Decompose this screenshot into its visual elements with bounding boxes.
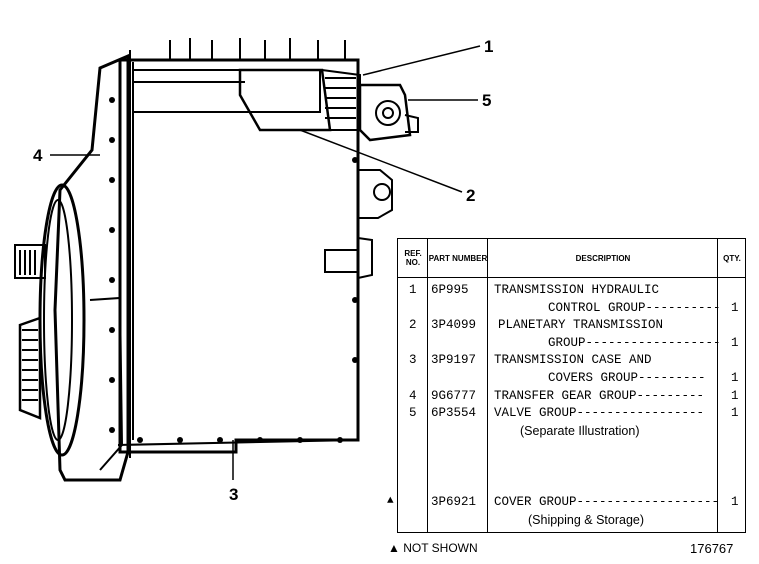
header-ref-no: REF. NO. xyxy=(404,249,422,267)
row-qty: 1 xyxy=(731,336,739,350)
row-desc-cont: (Separate Illustration) xyxy=(520,424,640,438)
column-divider xyxy=(427,239,428,532)
parts-table: REF. NO. PART NUMBER DESCRIPTION QTY. 1 … xyxy=(387,238,746,533)
callout-4: 4 xyxy=(33,146,43,165)
row-part: 3P9197 xyxy=(431,353,477,367)
row-qty: 1 xyxy=(731,371,739,385)
row-part: 6P995 xyxy=(431,283,469,297)
table-header: REF. NO. PART NUMBER DESCRIPTION QTY. xyxy=(398,239,745,278)
header-part-number: PART NUMBER xyxy=(428,253,488,263)
row-qty: 1 xyxy=(731,495,739,509)
row-part: 3P6921 xyxy=(431,495,477,509)
callout-1: 1 xyxy=(484,37,494,56)
row-ref: 2 xyxy=(409,318,417,332)
callout-3: 3 xyxy=(229,485,239,504)
row-part: 9G6777 xyxy=(431,389,477,403)
row-ref: 3 xyxy=(409,353,417,367)
column-divider xyxy=(487,239,488,532)
callout-5: 5 xyxy=(482,91,492,110)
row-desc-cont: (Shipping & Storage) xyxy=(528,513,645,527)
column-divider xyxy=(717,239,718,532)
header-qty: QTY. xyxy=(723,253,741,263)
row-desc: PLANETARY TRANSMISSION xyxy=(498,318,664,332)
header-description: DESCRIPTION xyxy=(575,253,631,263)
row-desc: TRANSMISSION HYDRAULIC xyxy=(494,283,660,297)
row-qty: 1 xyxy=(731,389,739,403)
illustration-number: 176767 xyxy=(690,541,734,556)
not-shown-marker-icon: ▲ xyxy=(387,495,394,507)
row-desc: VALVE GROUP----------------- xyxy=(494,406,705,420)
row-desc: TRANSFER GEAR GROUP--------- xyxy=(494,389,705,403)
row-part: 6P3554 xyxy=(431,406,477,420)
footnote: ▲ NOT SHOWN xyxy=(388,541,478,555)
row-qty: 1 xyxy=(731,301,739,315)
row-ref: 4 xyxy=(409,389,417,403)
callout-2: 2 xyxy=(466,186,476,205)
row-desc: TRANSMISSION CASE AND xyxy=(494,353,652,367)
row-part: 3P4099 xyxy=(431,318,477,332)
row-desc-cont: CONTROL GROUP---------- xyxy=(548,301,721,315)
row-desc-cont: COVERS GROUP--------- xyxy=(548,371,706,385)
row-ref: 5 xyxy=(409,406,417,420)
row-desc-cont: GROUP------------------ xyxy=(548,336,721,350)
row-qty: 1 xyxy=(731,406,739,420)
row-desc: COVER GROUP------------------- xyxy=(494,495,720,509)
row-ref: 1 xyxy=(409,283,417,297)
